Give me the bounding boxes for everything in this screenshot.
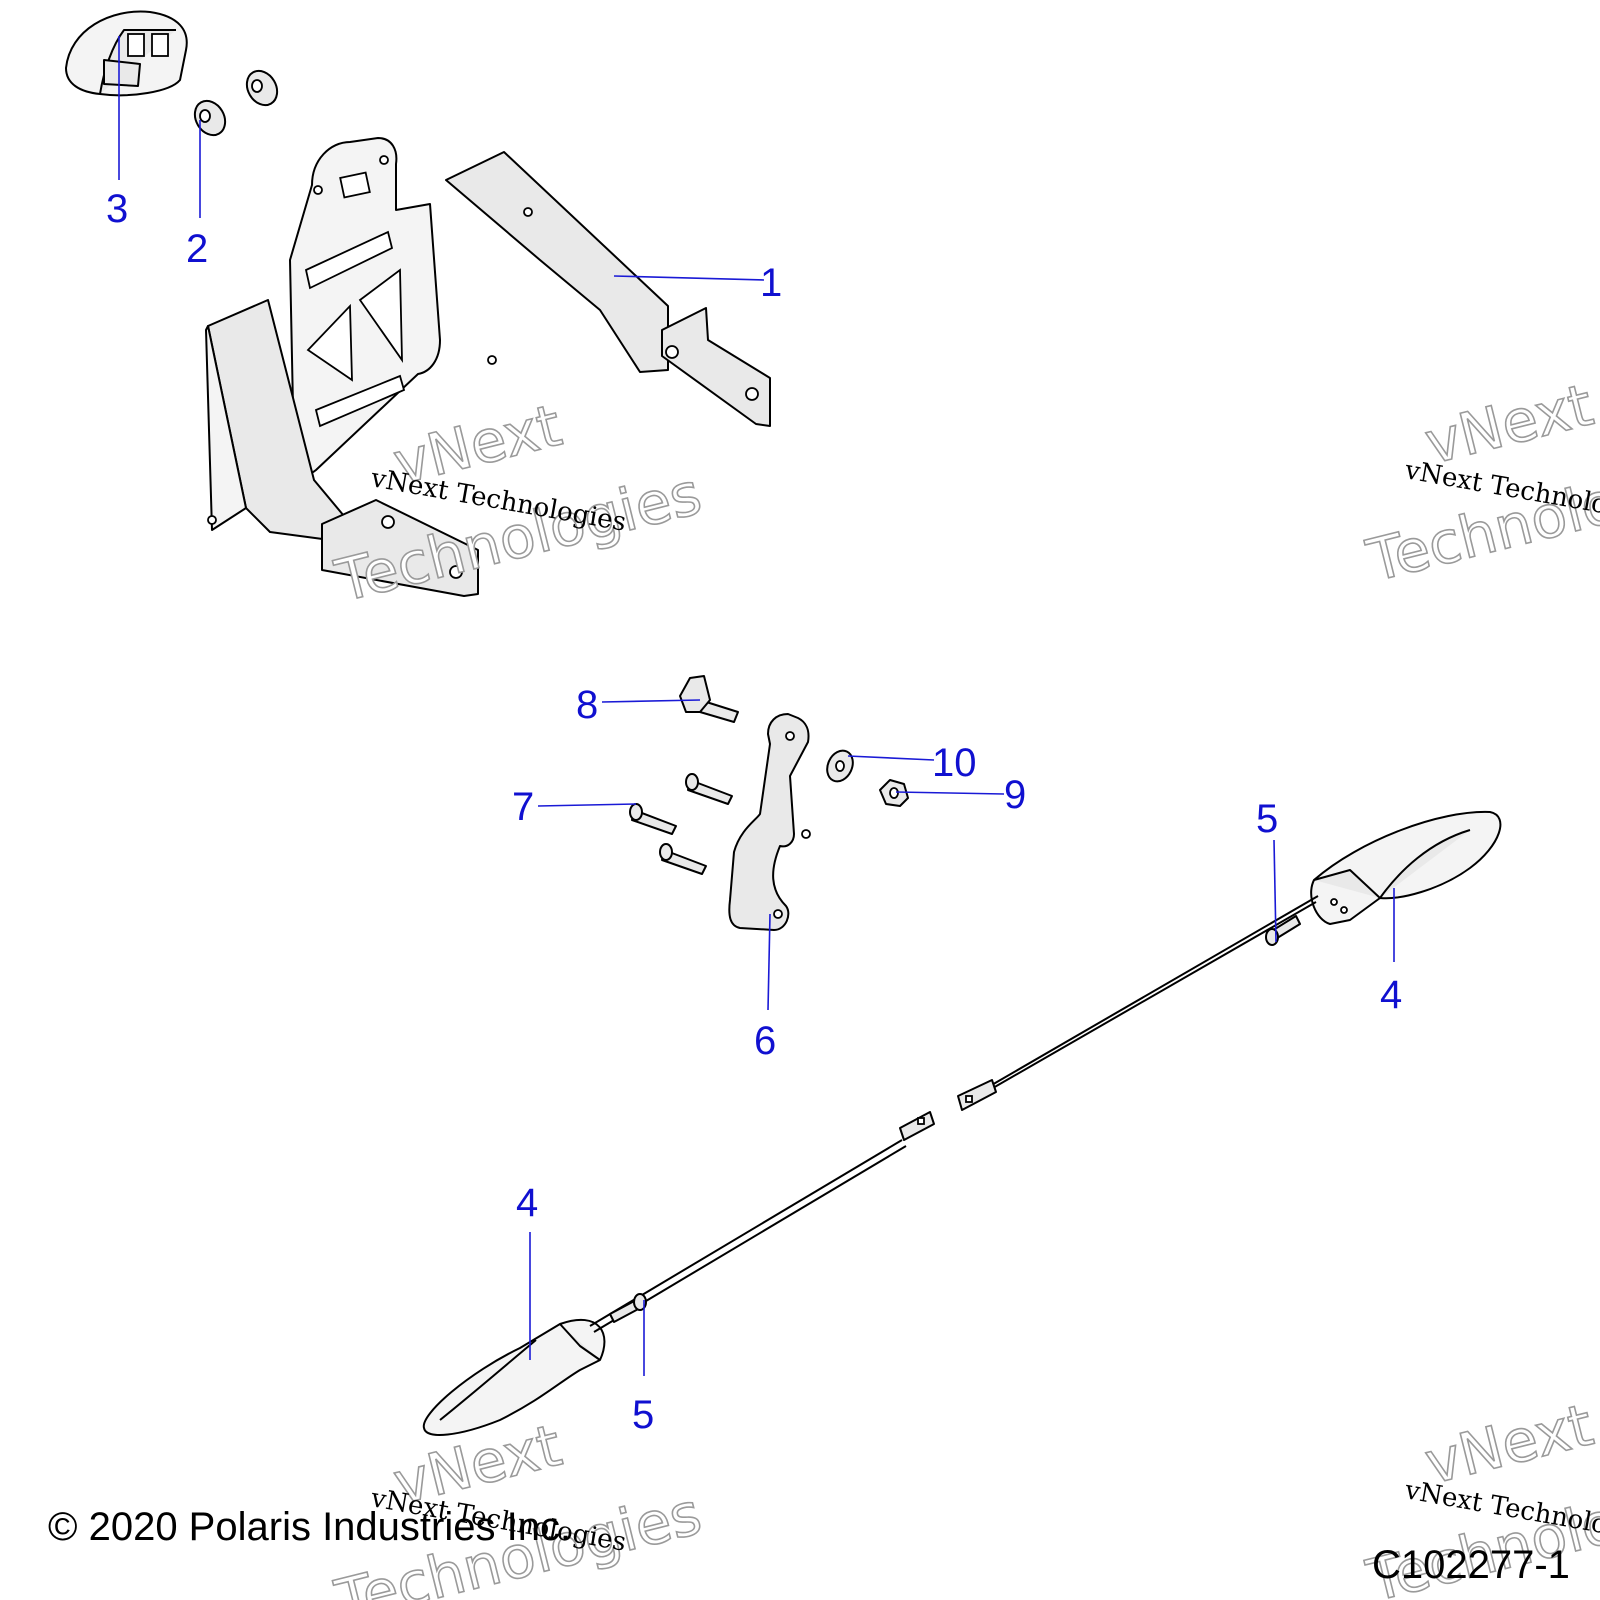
- part-5-pin-lower: [609, 1293, 647, 1323]
- callout-3: 3: [106, 187, 128, 231]
- leader-lines: [118, 36, 1395, 1376]
- callout-4-lower: 4: [516, 1181, 538, 1225]
- callout-10: 10: [932, 741, 977, 785]
- part-8-flange-bolt: [679, 675, 739, 723]
- callout-2: 2: [186, 227, 208, 271]
- callout-numbers: 1 2 3 8 7 10 9 6 5 4 4 5: [106, 187, 1402, 1437]
- part-7-screw-middle: [629, 803, 677, 835]
- wire-upper: [957, 895, 1319, 1111]
- part-4-turn-signal-right: [1310, 810, 1502, 925]
- part-9-nut: [879, 779, 909, 807]
- callout-6: 6: [754, 1019, 776, 1063]
- part-7-screw-lower: [659, 843, 707, 875]
- part-5-pin-upper: [1265, 915, 1301, 946]
- callout-8: 8: [576, 683, 598, 727]
- part-2-grommet-left: [193, 99, 227, 137]
- part-1-license-bracket: [205, 137, 771, 597]
- callout-9: 9: [1004, 773, 1026, 817]
- callout-4-upper: 4: [1380, 973, 1402, 1017]
- figure-id: C102277-1: [1372, 1543, 1570, 1587]
- part-4-turn-signal-left: [422, 1318, 606, 1436]
- part-10-washer: [826, 749, 854, 783]
- callout-7: 7: [512, 785, 534, 829]
- part-3-lamp-housing: [65, 10, 188, 97]
- callout-1: 1: [760, 261, 782, 305]
- callout-5-upper: 5: [1256, 797, 1278, 841]
- copyright-text: © 2020 Polaris Industries Inc.: [48, 1505, 571, 1549]
- part-6-mounting-plate: [728, 713, 811, 931]
- part-2-grommet-right: [245, 69, 279, 107]
- part-7-screw-upper: [685, 773, 733, 805]
- callout-5-lower: 5: [632, 1393, 654, 1437]
